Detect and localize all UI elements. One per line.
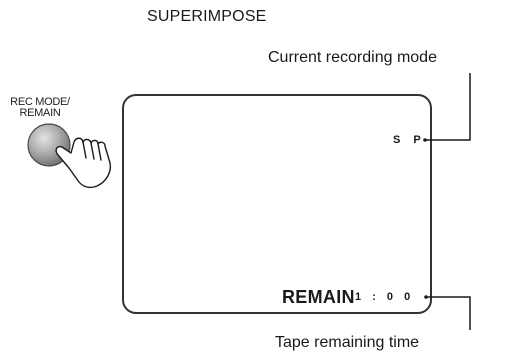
- round-button-icon: [27, 123, 71, 167]
- remain-label: REMAIN: [282, 287, 355, 307]
- tv-screen: [122, 94, 432, 314]
- recording-mode-indicator: S P: [393, 134, 426, 146]
- rec-mode-remain-label: REC MODE/ REMAIN: [4, 97, 76, 119]
- remaining-time-value: 1 : 0 0: [355, 291, 415, 303]
- pointing-hand-icon: [55, 137, 112, 189]
- button-label-line1: REC MODE/: [10, 96, 70, 108]
- callout-recording-mode: Current recording mode: [268, 49, 437, 66]
- button-label-line2: REMAIN: [19, 107, 61, 119]
- callout-tape-remaining-time: Tape remaining time: [275, 334, 420, 351]
- diagram-heading: SUPERIMPOSE: [147, 8, 267, 25]
